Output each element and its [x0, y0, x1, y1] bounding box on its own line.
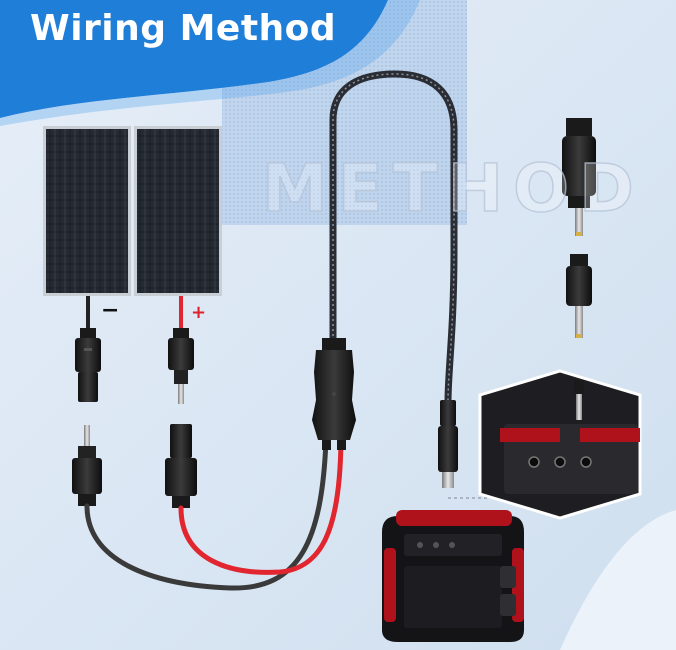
y-branch-cable-icon	[312, 338, 356, 450]
positive-branch-wire	[178, 437, 344, 575]
dc-plug-icon	[438, 400, 458, 488]
dc-plug-adapter-icon	[566, 254, 592, 338]
dc-plug-adapter-icon	[562, 118, 596, 236]
method-watermark: METHOD	[261, 149, 644, 228]
page-title: Wiring Method	[30, 8, 337, 49]
bottom-light-wave	[560, 510, 676, 650]
negative-branch-wire	[84, 437, 329, 591]
solar-panel-icon	[43, 126, 131, 296]
mc4-connector-icon	[75, 328, 101, 402]
mc4-connector-icon	[168, 328, 194, 404]
mc4-connector-icon	[72, 425, 102, 506]
portable-power-station-icon	[382, 510, 524, 642]
positive-polarity-label: +	[191, 302, 207, 323]
port-detail-inset	[478, 369, 642, 520]
solar-panel-icon	[134, 126, 222, 296]
mc4-connector-icon	[165, 424, 197, 508]
header-banner-highlight	[0, 0, 420, 126]
header-banner	[0, 0, 388, 118]
negative-polarity-label: −	[101, 298, 120, 323]
